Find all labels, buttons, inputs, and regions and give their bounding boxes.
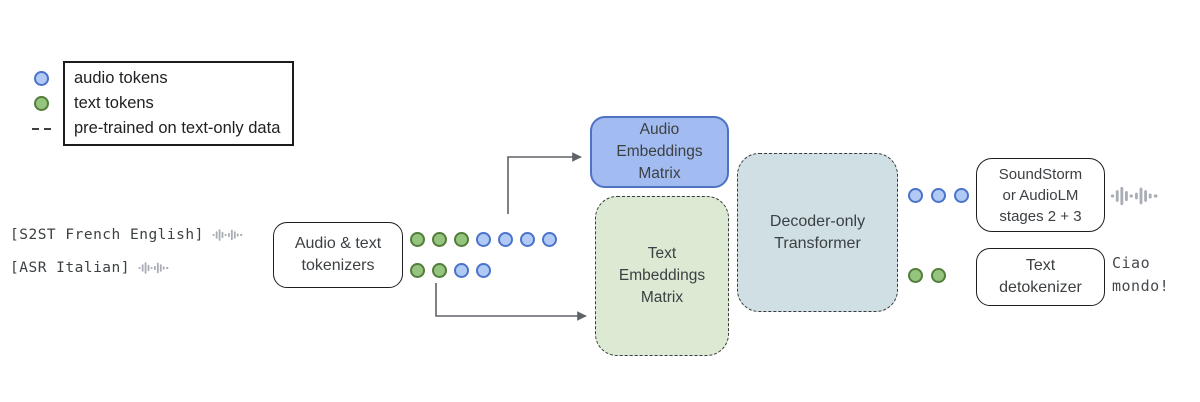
audio-token bbox=[908, 188, 923, 203]
text-output: Ciao mondo! bbox=[1112, 254, 1170, 295]
legend: audio tokens text tokens pre-trained on … bbox=[28, 61, 295, 146]
soundstorm-label: SoundStorm or AudioLM stages 2 + 3 bbox=[998, 165, 1083, 225]
audio-token bbox=[931, 188, 946, 203]
text-token bbox=[410, 263, 425, 278]
decoder-only-transformer-box: Decoder-only Transformer bbox=[737, 153, 898, 312]
legend-label-audio-tokens: audio tokens bbox=[74, 69, 168, 87]
legend-label-text-tokens: text tokens bbox=[74, 94, 154, 112]
audio-token bbox=[476, 232, 491, 247]
audio-token bbox=[542, 232, 557, 247]
audio-token bbox=[954, 188, 969, 203]
text-detokenizer-box: Text detokenizer bbox=[976, 248, 1105, 306]
text-token bbox=[931, 268, 946, 283]
audio-embeddings-matrix-box: Audio Embeddings Matrix bbox=[590, 116, 729, 188]
waveform-icon bbox=[1110, 186, 1158, 206]
output-audio-token-row bbox=[908, 188, 969, 203]
text-token bbox=[908, 268, 923, 283]
text-embeddings-matrix-box: Text Embeddings Matrix bbox=[595, 196, 729, 356]
audio-token bbox=[454, 263, 469, 278]
audio-token bbox=[498, 232, 513, 247]
audio-text-tokenizers-box: Audio & text tokenizers bbox=[273, 222, 403, 288]
s2st-task-label: [S2ST French English] bbox=[10, 227, 204, 243]
legend-label-pretrained: pre-trained on text-only data bbox=[74, 119, 281, 137]
input-token-row-2 bbox=[410, 263, 491, 278]
waveform-icon bbox=[138, 262, 169, 274]
text-tokens-to-text-embeddings-arrow bbox=[435, 283, 587, 321]
waveform-icon bbox=[212, 229, 243, 241]
audio-token bbox=[476, 263, 491, 278]
text-token bbox=[432, 263, 447, 278]
audio-tokens-to-audio-embeddings-arrow bbox=[507, 152, 582, 214]
decoder-label: Decoder-only Transformer bbox=[769, 212, 866, 252]
audio-embeddings-label: Audio Embeddings Matrix bbox=[616, 121, 703, 182]
text-embeddings-label: Text Embeddings Matrix bbox=[618, 245, 706, 306]
text-token-swatch bbox=[33, 96, 49, 111]
dashed-line-swatch bbox=[31, 127, 51, 130]
text-token bbox=[454, 232, 469, 247]
soundstorm-audiolm-box: SoundStorm or AudioLM stages 2 + 3 bbox=[976, 158, 1105, 232]
tokenizer-label: Audio & text tokenizers bbox=[294, 235, 382, 274]
asr-task-label: [ASR Italian] bbox=[10, 260, 130, 276]
text-token bbox=[410, 232, 425, 247]
input-asr-row: [ASR Italian] bbox=[10, 260, 170, 276]
legend-markers bbox=[28, 61, 54, 146]
output-text-token-row bbox=[908, 268, 946, 283]
detokenizer-label: Text detokenizer bbox=[999, 257, 1082, 296]
input-s2st-row: [S2ST French English] bbox=[10, 227, 244, 243]
text-token bbox=[432, 232, 447, 247]
audio-token bbox=[520, 232, 535, 247]
audio-token-swatch bbox=[33, 71, 49, 86]
legend-box: audio tokens text tokens pre-trained on … bbox=[63, 61, 295, 146]
input-token-row-1 bbox=[410, 232, 557, 247]
